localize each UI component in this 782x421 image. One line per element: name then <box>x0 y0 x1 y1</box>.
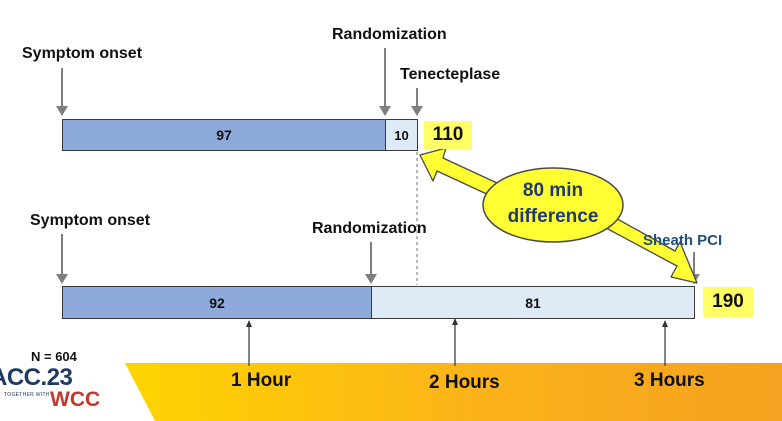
top-bar-segment-onset-to-randomization: 97 <box>62 119 386 151</box>
hour1-tick <box>246 320 252 366</box>
top-symptom-onset-label: Symptom onset <box>22 45 143 62</box>
hour2-label: 2 Hours <box>429 372 500 393</box>
hour2-tick <box>452 318 458 366</box>
bottom-bar-segment-onset-to-randomization: 92 <box>62 286 372 319</box>
hour1-label: 1 Hour <box>231 370 292 391</box>
time-axis-band <box>125 363 782 421</box>
bottom-symptom-onset-label: Symptom onset <box>30 212 151 229</box>
top-randomization-label: Randomization <box>332 26 447 43</box>
sample-size: N = 604 <box>31 349 77 364</box>
bottom-randomization-label: Randomization <box>312 220 427 237</box>
top-onset-arrow <box>56 68 68 116</box>
hour3-label: 3 Hours <box>634 370 705 391</box>
top-total-badge: 110 <box>424 121 472 149</box>
acc-wcc-logo: ACC.23 TOGETHER WITH WCC <box>0 364 130 420</box>
wcc-logo-text: WCC <box>50 388 101 411</box>
sheath-pci-label: Sheath PCI <box>643 232 723 249</box>
bottom-randomization-arrow <box>365 242 377 284</box>
bottom-total-badge: 190 <box>703 287 753 317</box>
callout-line2: difference <box>507 206 599 227</box>
bottom-bar-segment-randomization-to-sheath: 81 <box>371 286 695 319</box>
tenecteplase-label: Tenecteplase <box>400 66 501 83</box>
top-bar-segment-randomization-to-tnk: 10 <box>385 119 418 151</box>
top-randomization-arrow <box>379 48 391 116</box>
acc-logo-text: ACC.23 <box>0 364 73 391</box>
callout-arrow-down <box>605 215 698 284</box>
tenecteplase-arrow <box>411 88 423 116</box>
bottom-onset-arrow <box>56 234 68 284</box>
hour3-tick <box>662 320 668 366</box>
together-with-text: TOGETHER WITH <box>4 392 50 398</box>
callout-line1: 80 min <box>522 180 584 201</box>
difference-callout <box>482 167 624 243</box>
